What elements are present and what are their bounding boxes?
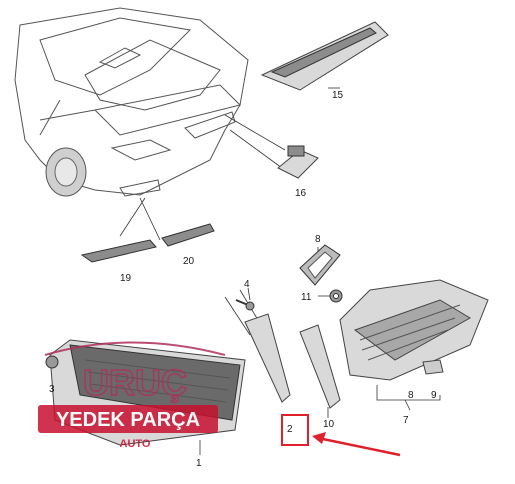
watermark-line3: AUTO	[120, 438, 151, 450]
part-8-gasket	[299, 244, 341, 286]
part-19-reflector	[80, 239, 157, 263]
part-15-brake-light	[260, 21, 389, 91]
car-illustration	[14, 7, 249, 197]
callout-2: 2	[287, 424, 293, 435]
callout-labels: 15 16 19 20 8 11 4 3 2 10 8 9 7 1	[49, 90, 437, 469]
callout-8-top: 8	[315, 234, 321, 245]
part-4-bolt	[235, 299, 255, 311]
callout-19: 19	[120, 273, 132, 284]
callout-15: 15	[332, 90, 344, 101]
callout-9: 9	[431, 390, 437, 401]
callout-1: 1	[196, 458, 202, 469]
part-2-trim	[244, 313, 291, 403]
callout-16: 16	[295, 188, 307, 199]
part-20-reflector	[161, 223, 215, 247]
part-10-seal	[299, 324, 341, 409]
callout-4: 4	[244, 279, 250, 290]
watermark-line1: URUÇ	[83, 362, 187, 403]
callout-10: 10	[323, 419, 335, 430]
part-16-plate-light	[277, 145, 319, 179]
callout-20: 20	[183, 256, 195, 267]
callout-7: 7	[403, 415, 409, 426]
part-9-label	[422, 359, 444, 375]
highlight-part-2	[281, 414, 401, 457]
part-11-nut	[329, 289, 343, 303]
highlight-box	[281, 414, 309, 446]
callout-11: 11	[301, 292, 312, 303]
callout-3: 3	[49, 384, 55, 395]
part-3-screw	[45, 355, 59, 369]
highlight-arrow	[317, 436, 401, 457]
arrow-head	[312, 432, 326, 444]
part-7-inner-taillight	[339, 279, 489, 381]
watermark-banner	[38, 405, 218, 433]
watermark-logo: URUÇ YEDEK PARÇA AUTO	[38, 341, 226, 450]
watermark-line2: YEDEK PARÇA	[56, 409, 200, 431]
callout-8-bottom: 8	[408, 390, 414, 401]
